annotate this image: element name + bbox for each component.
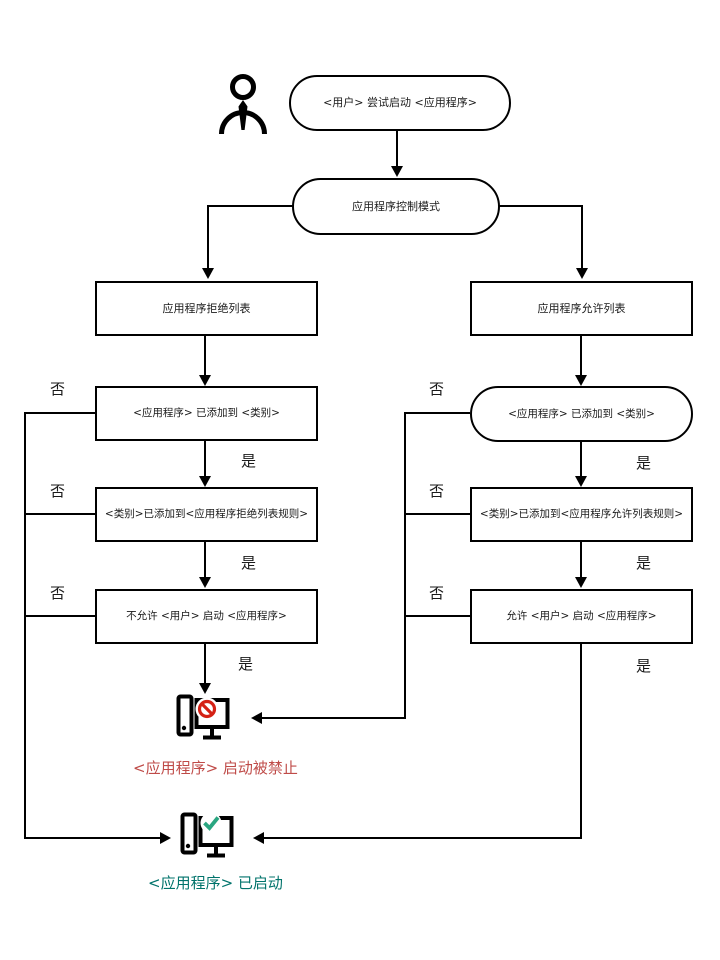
connector-line [580,336,582,376]
connector-line [580,442,582,477]
node-allowlist: 应用程序允许列表 [470,281,693,336]
node-deny-launch: 不允许 <用户> 启动 <应用程序> [95,589,318,644]
started-caption: <应用程序> 已启动 [148,874,283,892]
yes-label: 是 [238,655,254,673]
no-label: 否 [429,584,445,602]
connector-line [404,615,470,617]
connector-line [499,205,583,207]
check-icon [200,812,222,834]
connector-line [24,513,95,515]
arrowhead [251,712,262,724]
prohibition-icon [195,697,219,721]
arrowhead [199,375,211,386]
node-denylist: 应用程序拒绝列表 [95,281,318,336]
connector-line [204,336,206,376]
computer-started-icon [180,812,234,866]
no-label: 否 [50,482,66,500]
connector-line [581,205,583,269]
connector-line [24,412,95,414]
connector-line [24,412,26,839]
computer-blocked-icon [176,694,230,748]
connector-line [204,542,206,578]
arrowhead [575,375,587,386]
yes-label: 是 [241,452,257,470]
no-label: 否 [429,380,445,398]
node-allow-launch: 允许 <用户> 启动 <应用程序> [470,589,693,644]
node-allowlist-rule: <类别>已添加到<应用程序允许列表规则> [470,487,693,542]
no-label: 否 [429,482,445,500]
yes-label: 是 [636,554,652,572]
connector-line [580,644,582,839]
node-app-control-mode: 应用程序控制模式 [292,178,500,235]
blocked-caption: <应用程序> 启动被禁止 [133,759,298,777]
connector-line [262,717,406,719]
arrowhead [202,268,214,279]
yes-label: 是 [241,554,257,572]
node-denylist-rule: <类别>已添加到<应用程序拒绝列表规则> [95,487,318,542]
connector-line [204,644,206,684]
connector-line [396,131,398,167]
connector-line [404,513,470,515]
node-denylist-category: <应用程序> 已添加到 <类别> [95,386,318,441]
arrowhead [160,832,171,844]
connector-line [208,205,293,207]
user-icon [218,73,268,139]
no-label: 否 [50,380,66,398]
connector-line [24,837,161,839]
arrowhead [576,268,588,279]
no-label: 否 [50,584,66,602]
arrowhead [391,166,403,177]
connector-line [204,441,206,477]
arrowhead [253,832,264,844]
arrowhead [575,476,587,487]
arrowhead [575,577,587,588]
node-allowlist-category: <应用程序> 已添加到 <类别> [470,386,693,442]
arrowhead [199,476,211,487]
connector-line [404,412,406,719]
connector-line [580,542,582,578]
connector-line [24,615,95,617]
connector-line [264,837,582,839]
yes-label: 是 [636,454,652,472]
yes-label: 是 [636,657,652,675]
connector-line [207,205,209,269]
node-user-launch-attempt: <用户> 尝试启动 <应用程序> [289,75,511,131]
arrowhead [199,577,211,588]
connector-line [404,412,470,414]
arrowhead [199,683,211,694]
